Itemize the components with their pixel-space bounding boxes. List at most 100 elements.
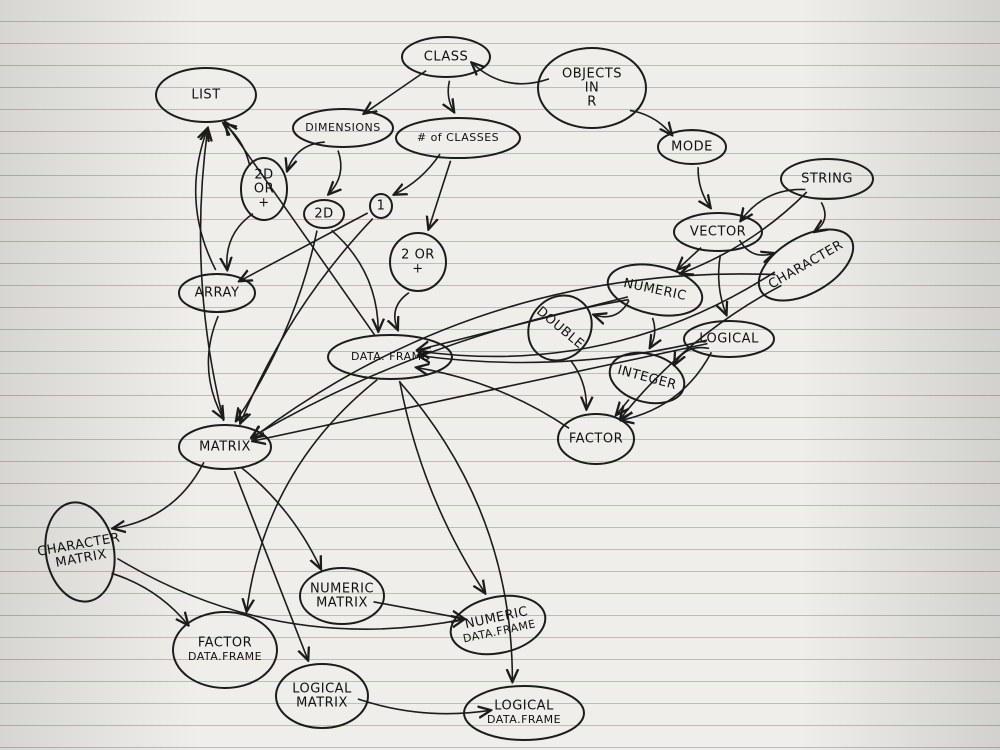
node-label: LOGICAL	[494, 699, 554, 714]
node-outline	[757, 228, 855, 302]
node-outline	[369, 193, 393, 219]
node-label: FACTOR	[198, 636, 252, 651]
edge-logical-matrix-to-logical-dataframe	[357, 698, 491, 714]
edge-string-to-numeric	[680, 191, 808, 274]
node-label: NUMERIC	[310, 582, 374, 597]
edge-one-to-matrix	[240, 218, 374, 424]
node-outline	[449, 594, 547, 656]
node-label: # of CLASSES	[417, 131, 499, 144]
node-outline	[780, 158, 874, 200]
node-label: IN	[585, 81, 600, 96]
node-label: LIST	[191, 88, 220, 103]
node-num-classes: # of CLASSES	[395, 117, 521, 159]
edge-num-classes-to-two-or-plus	[428, 160, 452, 230]
node-matrix: MATRIX	[178, 424, 272, 470]
edge-logical-to-integer	[674, 346, 710, 366]
node-label: MATRIX	[316, 596, 368, 611]
node-outline	[673, 212, 763, 252]
node-data-frame: DATA. FRAME	[327, 334, 453, 380]
edge-mode-to-vector	[697, 167, 711, 208]
node-outline	[608, 351, 686, 405]
edge-array-to-list	[194, 128, 217, 271]
node-label: NUMERIC	[622, 276, 688, 304]
edge-layer	[112, 62, 826, 713]
node-outline	[240, 157, 288, 221]
node-label: DOUBLE	[533, 304, 586, 352]
edge-dimensions-to-two-d	[328, 150, 341, 195]
edge-two-d-plus-to-list	[223, 123, 251, 167]
node-outline	[683, 320, 775, 358]
node-dimensions: DIMENSIONS	[292, 108, 394, 148]
node-label: +	[258, 196, 269, 211]
edge-objects-to-class	[471, 62, 550, 85]
edge-logical-to-data-frame	[418, 339, 708, 362]
node-label: 1	[377, 199, 386, 214]
node-outline	[299, 567, 385, 625]
node-label: MATRIX	[296, 696, 348, 711]
node-outline	[178, 424, 272, 470]
edge-character-to-data-frame	[417, 271, 776, 357]
node-class: CLASS	[401, 36, 491, 78]
node-logical: LOGICAL	[683, 320, 775, 358]
node-label: OR	[254, 182, 274, 197]
edge-data-frame-to-numeric-dataframe	[398, 380, 486, 593]
edge-two-d-to-matrix	[236, 230, 318, 422]
edge-two-d-plus-to-array	[227, 212, 254, 271]
node-outline	[395, 117, 521, 159]
node-label: R	[587, 95, 597, 110]
node-outline	[557, 413, 635, 465]
edge-double-to-factor	[569, 359, 587, 409]
edge-vector-to-logical	[719, 254, 727, 315]
edge-matrix-to-logical-matrix	[233, 470, 308, 660]
node-vector: VECTOR	[673, 212, 763, 252]
edge-logical-to-matrix	[252, 342, 708, 442]
edge-two-or-plus-to-data-frame	[395, 292, 410, 330]
node-two-d: 2D	[303, 199, 345, 229]
node-label: LOGICAL	[292, 682, 352, 697]
edge-two-d-to-data-frame	[330, 229, 379, 331]
edge-class-to-num-classes	[448, 80, 454, 113]
edge-factor-to-data-frame	[416, 367, 570, 429]
node-outline	[401, 36, 491, 78]
node-character: CHARACTER	[757, 228, 855, 302]
edge-string-to-character	[814, 201, 825, 232]
node-list: LIST	[155, 67, 257, 123]
node-label: DATA. FRAME	[351, 350, 429, 363]
edge-string-to-vector	[741, 188, 806, 221]
edge-array-to-matrix	[207, 315, 223, 419]
edge-numeric-matrix-to-numeric-dataframe	[373, 601, 465, 619]
node-outline	[172, 611, 278, 689]
node-outline	[44, 501, 116, 603]
node-string: STRING	[780, 158, 874, 200]
edge-numeric-to-matrix	[251, 298, 629, 438]
node-outline	[463, 685, 585, 741]
node-outline	[389, 232, 447, 292]
node-label: 2D	[314, 207, 333, 222]
node-mode: MODE	[657, 129, 727, 165]
node-label: OBJECTS	[562, 67, 622, 82]
node-label: LOGICAL	[699, 332, 759, 347]
node-two-or-plus: 2 OR+	[389, 232, 447, 292]
node-label: FACTOR	[569, 432, 623, 447]
node-label: DIMENSIONS	[305, 121, 380, 134]
edge-num-classes-to-one	[394, 153, 441, 195]
edge-data-frame-to-logical-dataframe	[398, 380, 512, 682]
node-label: DATA.FRAME	[188, 650, 262, 663]
edge-numeric-to-double	[593, 300, 630, 316]
node-integer: INTEGER	[608, 351, 686, 405]
node-outline	[178, 273, 256, 313]
node-label: STRING	[801, 172, 853, 187]
edge-matrix-to-character-matrix	[112, 461, 205, 528]
node-label: 2 OR	[401, 248, 435, 263]
node-outline	[657, 129, 727, 165]
edge-one-to-array	[239, 212, 369, 281]
node-factor: FACTOR	[557, 413, 635, 465]
node-outline	[275, 663, 369, 729]
